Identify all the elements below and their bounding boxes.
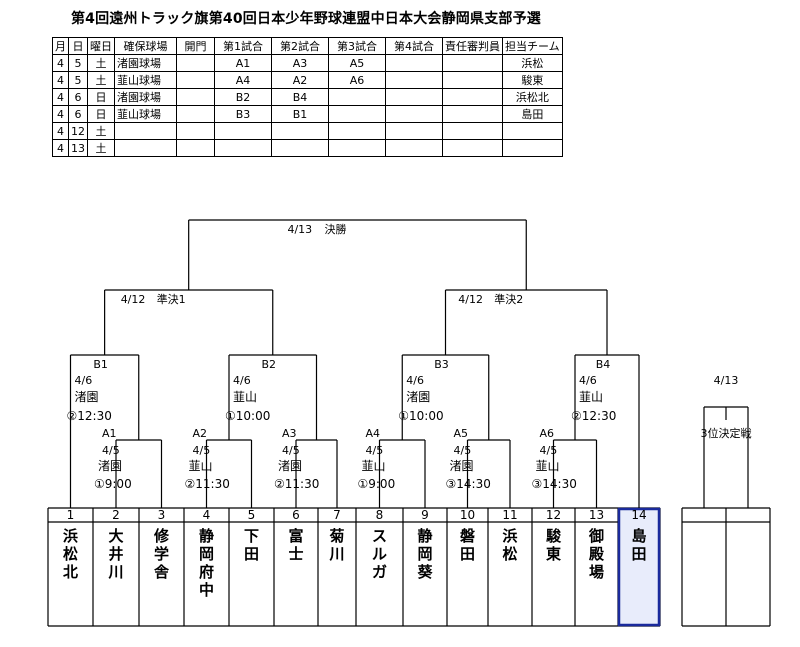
team-number: 13 (589, 508, 604, 522)
match-time: ②11:30 (274, 477, 319, 491)
team-name: 大井川 (108, 527, 124, 581)
team-number: 8 (376, 508, 384, 522)
match-time: ①10:00 (225, 409, 270, 423)
match-date: 4/5 (102, 444, 120, 457)
match-time: ③14:30 (446, 477, 491, 491)
match-code: B3 (434, 358, 449, 371)
schedule-cell: B3 (214, 105, 272, 123)
final-date: 4/13 (287, 223, 312, 236)
schedule-table: 月 日 曜日 確保球場 開門 第1試合 第2試合 第3試合 第4試合 責任審判員… (52, 37, 563, 157)
match-date: 4/5 (454, 444, 472, 457)
team-number: 12 (546, 508, 561, 522)
schedule-cell (442, 139, 503, 157)
schedule-cell: 浜松北 (502, 88, 563, 106)
team-name: 静岡葵 (417, 527, 433, 581)
semi-date: 4/12 (121, 293, 146, 306)
semi-date: 4/12 (458, 293, 483, 306)
col-weekday: 曜日 (87, 37, 115, 55)
team-name: 静岡府中 (198, 527, 214, 599)
team-name: 浜松 (502, 527, 518, 563)
page-title: 第4回遠州トラック旗第40回日本少年野球連盟中日本大会静岡県支部予選 (70, 11, 542, 27)
schedule-cell: 13 (68, 139, 88, 157)
match-code: B2 (261, 358, 276, 371)
match-venue: 渚園 (450, 459, 474, 473)
team-name: 駿東 (545, 527, 561, 563)
match-code: A2 (193, 427, 208, 440)
team-number: 5 (248, 508, 256, 522)
team-name: 修学舎 (153, 527, 169, 581)
team-name: 下田 (243, 527, 259, 563)
match-venue: 渚園 (98, 459, 122, 473)
team-name: 磐田 (459, 527, 475, 563)
match-code: B4 (596, 358, 611, 371)
third-place-name: 3位決定戦 (701, 426, 752, 440)
schedule-cell: 土 (87, 139, 115, 157)
match-date: 4/5 (282, 444, 300, 457)
match-time: ②12:30 (571, 409, 616, 423)
team-name: 菊川 (329, 527, 345, 563)
match-venue: 韮山 (233, 390, 257, 404)
team-number: 11 (502, 508, 517, 522)
match-code: A1 (102, 427, 117, 440)
team-number: 2 (112, 508, 120, 522)
match-venue: 韮山 (579, 390, 603, 404)
match-venue: 韮山 (189, 459, 213, 473)
match-code: A3 (282, 427, 297, 440)
team-name: 島田 (631, 527, 647, 563)
team-number: 14 (631, 508, 646, 522)
team-name: スルガ (371, 527, 387, 581)
team-number: 4 (203, 508, 211, 522)
team-name: 浜松北 (62, 527, 78, 581)
schedule-cell: 駿東 (502, 71, 563, 89)
team-number: 6 (292, 508, 300, 522)
third-place-date: 4/13 (714, 374, 739, 387)
match-venue: 韮山 (362, 459, 386, 473)
team-number: 9 (421, 508, 429, 522)
team-name: 御殿場 (588, 527, 604, 581)
match-time: ②12:30 (67, 409, 112, 423)
schedule-cell: A6 (328, 71, 386, 89)
match-code: A6 (540, 427, 555, 440)
match-date: 4/6 (233, 374, 251, 387)
match-venue: 韮山 (536, 459, 560, 473)
match-date: 4/5 (540, 444, 558, 457)
match-date: 4/6 (406, 374, 424, 387)
match-time: ①9:00 (358, 477, 396, 491)
match-date: 4/5 (193, 444, 211, 457)
schedule-cell (502, 139, 563, 157)
team-name: 富士 (288, 527, 304, 563)
match-time: ①9:00 (94, 477, 132, 491)
match-time: ②11:30 (185, 477, 230, 491)
col-game4: 第4試合 (385, 37, 443, 55)
match-date: 4/5 (366, 444, 384, 457)
match-venue: 渚園 (278, 459, 302, 473)
team-number: 1 (67, 508, 75, 522)
final-name: 決勝 (324, 222, 346, 236)
semi-name: 準決2 (494, 292, 523, 306)
team-number: 10 (460, 508, 475, 522)
match-code: A5 (454, 427, 469, 440)
match-time: ①10:00 (398, 409, 443, 423)
semi-name: 準決1 (157, 292, 186, 306)
match-venue: 渚園 (406, 390, 430, 404)
highlighted-team-box (617, 507, 661, 627)
match-code: B1 (93, 358, 108, 371)
match-date: 4/6 (579, 374, 597, 387)
team-number: 3 (158, 508, 166, 522)
match-date: 4/6 (75, 374, 93, 387)
schedule-cell: 島田 (502, 105, 563, 123)
match-code: A4 (366, 427, 381, 440)
team-number: 7 (333, 508, 341, 522)
col-umpire: 責任審判員 (442, 37, 503, 55)
col-game2: 第2試合 (271, 37, 329, 55)
match-time: ③14:30 (532, 477, 577, 491)
match-venue: 渚園 (75, 390, 99, 404)
